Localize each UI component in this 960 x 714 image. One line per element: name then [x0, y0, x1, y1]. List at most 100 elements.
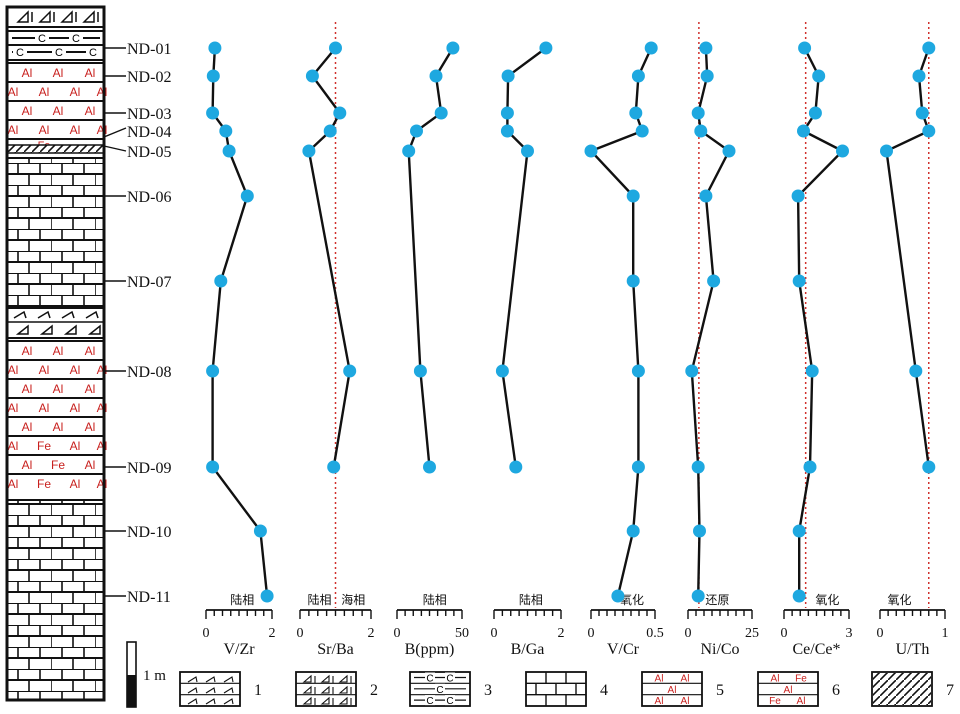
x-tick-label: 0.5: [646, 626, 664, 641]
legend-hatch-fill: [873, 673, 931, 705]
data-point-nd-02: [912, 69, 926, 83]
zone-label: 陆相: [519, 592, 543, 607]
data-point-nd-09: [803, 460, 817, 474]
sample-label-nd-01: ND-01: [104, 41, 171, 58]
carbonaceous-letter: C: [89, 47, 97, 59]
scale-bar-label: 1 m: [143, 668, 166, 684]
zone-label: 氧化: [815, 593, 839, 607]
data-point-nd-04: [694, 124, 708, 138]
x-tick-label: 50: [455, 626, 469, 641]
sample-label-text: ND-10: [127, 524, 171, 541]
sample-label-text: ND-07: [127, 274, 171, 291]
bauxite-letter: Al: [22, 420, 33, 434]
data-point-nd-04: [219, 124, 233, 138]
x-axis-label: Sr/Ba: [317, 641, 353, 658]
legend-letter: Fe: [769, 696, 781, 707]
sample-label-text: ND-06: [127, 189, 171, 206]
bauxite-letter: Al: [39, 363, 50, 377]
tuff-triangle-mark: [60, 10, 73, 23]
data-point-nd-04: [500, 124, 514, 138]
legend-letter: Al: [668, 685, 677, 696]
x-axis-label: U/Th: [896, 641, 930, 658]
data-point-nd-06: [240, 189, 254, 203]
sample-label-text: ND-05: [127, 144, 171, 161]
data-point-nd-09: [631, 460, 645, 474]
legend-item-4: 4: [525, 671, 608, 707]
data-point-nd-05: [836, 144, 849, 158]
bauxite-letter: Al: [85, 382, 96, 396]
legend-item-2: 2: [295, 671, 378, 707]
data-point-nd-08: [206, 364, 220, 378]
legend-number: 2: [370, 682, 378, 699]
legend-letter: Al: [797, 696, 806, 707]
legend-triangle-mark: [338, 685, 348, 694]
data-point-nd-05: [880, 144, 893, 158]
legend-triangle-mark: [338, 674, 348, 683]
data-point-nd-04: [635, 124, 649, 138]
data-point-nd-01: [329, 41, 342, 55]
carbonaceous-letter: C: [55, 47, 63, 59]
x-axis-label: V/Zr: [223, 641, 255, 658]
limestone-upper-rect: [6, 157, 105, 309]
legend-gap: [425, 695, 435, 706]
data-point-nd-11: [792, 589, 806, 603]
column-band-limestone: [6, 157, 105, 701]
data-point-nd-06: [699, 189, 713, 203]
bauxite-letter: Al: [97, 439, 108, 453]
data-point-nd-11: [611, 589, 625, 603]
bauxite-letter: Al: [53, 104, 64, 118]
legend-triangle-mark: [338, 696, 348, 705]
column-band-tuff-interlayer: [6, 307, 105, 339]
data-point-nd-05: [402, 144, 416, 158]
tuff-triangle-mark: [61, 310, 75, 319]
legend-gap: [445, 672, 455, 683]
legend-letter: C: [446, 674, 453, 685]
data-point-nd-02: [631, 69, 645, 83]
x-tick-label: 3: [846, 626, 853, 641]
bauxite-letter: Al: [53, 66, 64, 80]
bauxite-letter: Al: [70, 401, 81, 415]
data-point-nd-06: [791, 189, 805, 203]
data-point-nd-01: [539, 41, 553, 55]
carbonaceous-gap: [52, 46, 66, 58]
sample-label-nd-06: ND-06: [104, 189, 171, 206]
column-band-hatched: [6, 144, 105, 154]
legend-gap: [435, 683, 445, 694]
data-point-nd-10: [253, 524, 267, 538]
data-point-nd-02: [812, 69, 826, 83]
data-point-nd-09: [922, 460, 936, 474]
data-point-nd-11: [691, 589, 705, 603]
tuff-triangle-mark: [39, 324, 53, 335]
legend-letter: Al: [655, 674, 664, 685]
legend-triangle-mark: [320, 685, 330, 694]
zone-label: 海相: [341, 592, 365, 607]
legend-triangle-mark: [187, 676, 198, 683]
bauxite-letter: Al: [70, 477, 81, 491]
x-tick-label: 0: [685, 626, 692, 641]
data-point-nd-02: [429, 69, 443, 83]
bauxite-letter: Al: [70, 439, 81, 453]
legend-triangle-mark: [302, 696, 312, 705]
legend-triangle-mark: [205, 698, 216, 705]
x-tick-label: 0: [588, 626, 595, 641]
x-axis-label: V/Cr: [607, 641, 640, 658]
legend-triangle-mark: [320, 696, 330, 705]
data-point-nd-09: [327, 460, 341, 474]
legend-letter: Al: [784, 685, 793, 696]
sample-label-text: ND-01: [127, 41, 171, 58]
bauxite-letter: Fe: [37, 477, 51, 491]
sample-leader-line: [103, 127, 127, 138]
data-point-nd-05: [222, 144, 236, 158]
bauxite-letter: Al: [85, 66, 96, 80]
bauxite-letter: Al: [8, 363, 19, 377]
legend-gap: [445, 695, 455, 706]
carbonaceous-gap: [13, 46, 27, 58]
tuff-triangle-mark: [37, 310, 51, 319]
legend-triangle-mark: [187, 687, 198, 694]
